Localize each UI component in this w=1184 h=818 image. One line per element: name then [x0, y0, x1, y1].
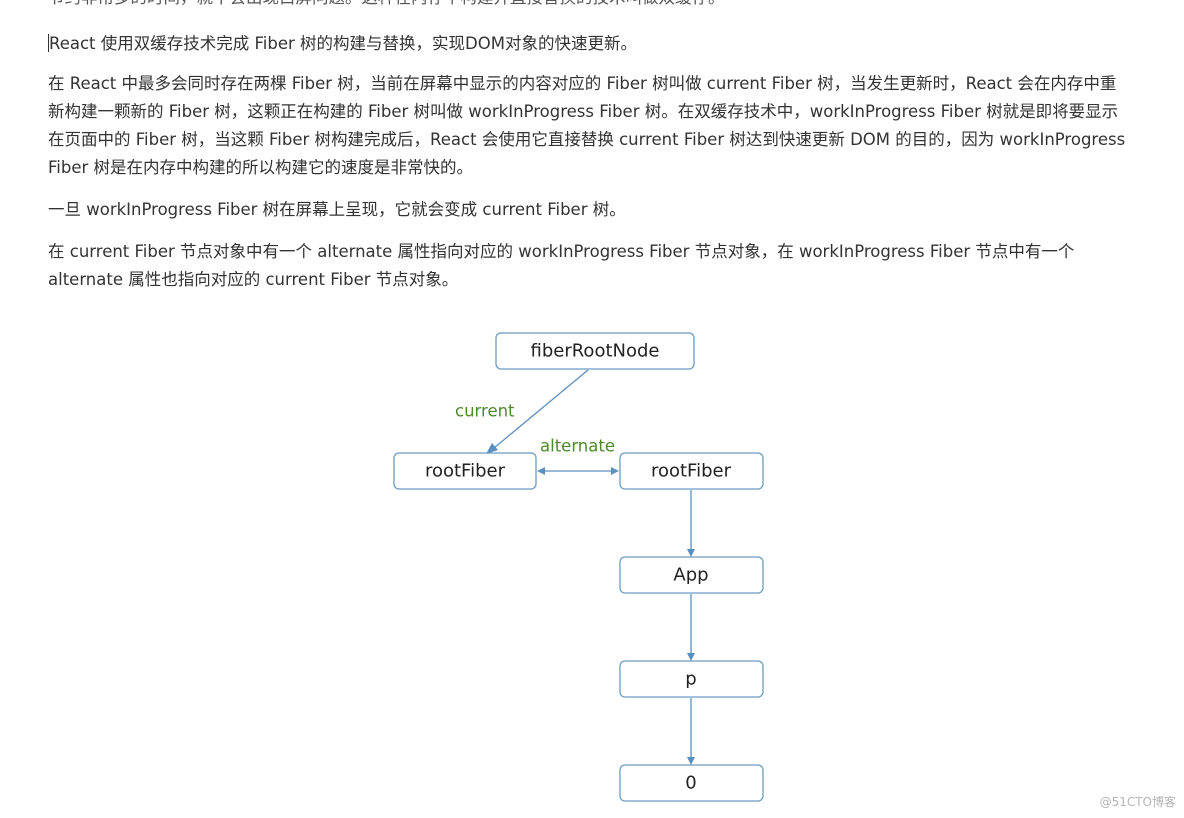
node-app: App [619, 556, 764, 594]
paragraph-alternate-property: 在 current Fiber 节点对象中有一个 alternate 属性指向对… [48, 242, 1075, 289]
arrowhead-alternate-left [537, 467, 545, 475]
arrowhead-zero [687, 757, 695, 765]
node-current-root-fiber: rootFiber [393, 452, 537, 490]
arrowhead-current [486, 443, 498, 454]
node-fiber-root-node: fiberRootNode [495, 332, 695, 370]
node-wip-root-fiber: rootFiber [619, 452, 764, 490]
node-label: rootFiber [651, 461, 732, 482]
diagram-edges [486, 369, 695, 765]
watermark: @51CTO博客 [1099, 795, 1176, 809]
paragraph-two-fiber-trees: 在 React 中最多会同时存在两棵 Fiber 树，当前在屏幕中显示的内容对应… [48, 74, 1126, 177]
truncated-paragraph: 节约非常多的时间，就不会出现白屏问题。这种在内存中构建并直接替换的技术叫做双缓存… [48, 0, 1128, 12]
node-label: rootFiber [425, 461, 506, 482]
node-label: fiberRootNode [531, 341, 660, 362]
arrowhead-p [687, 653, 695, 661]
arrowhead-alternate-right [611, 467, 619, 475]
edge-current [493, 369, 589, 449]
text-cursor [48, 34, 49, 52]
edge-label-alternate: alternate [540, 437, 615, 456]
paragraph-becomes-current: 一旦 workInProgress Fiber 树在屏幕上呈现，它就会变成 cu… [48, 200, 626, 219]
node-label: 0 [685, 773, 696, 794]
node-label: App [673, 565, 708, 586]
paragraph-text: React 使用双缓存技术完成 Fiber 树的构建与替换，实现DOM对象的快速… [49, 34, 637, 53]
node-label: p [685, 669, 696, 690]
edge-label-current: current [455, 402, 515, 421]
node-zero: 0 [619, 764, 764, 802]
node-p: p [619, 660, 764, 698]
paragraph-double-buffering: React 使用双缓存技术完成 Fiber 树的构建与替换，实现DOM对象的快速… [48, 30, 1128, 58]
arrowhead-app [687, 549, 695, 557]
